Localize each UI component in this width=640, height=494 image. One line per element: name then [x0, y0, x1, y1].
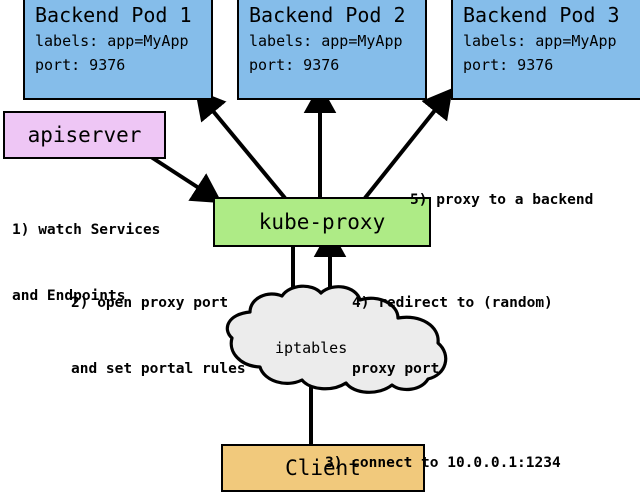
edge-label-step-1: 1) watch Services and Endpoints: [12, 175, 160, 351]
backend-pod-2-box[interactable]: Backend Pod 2 labels: app=MyApp port: 93…: [237, 0, 427, 100]
edge-label-step-2-line-2: and set portal rules: [71, 361, 246, 377]
backend-pod-2-labels: labels: app=MyApp: [249, 32, 403, 50]
backend-pod-2-port: port: 9376: [249, 56, 340, 74]
backend-pod-3-labels: labels: app=MyApp: [463, 32, 617, 50]
edge-label-step-1-line-1: 1) watch Services: [12, 222, 161, 238]
backend-pod-2-title: Backend Pod 2: [249, 3, 406, 27]
client-box[interactable]: Client: [221, 444, 425, 492]
iptables-label: iptables: [275, 339, 348, 357]
backend-pod-3-title: Backend Pod 3: [463, 3, 620, 27]
edge-label-step-4: 4) redirect to (random) proxy port: [352, 248, 553, 424]
edge-label-step-1-line-2: and Endpoints: [12, 288, 126, 304]
edge-label-step-2: 2) open proxy port and set portal rules: [71, 248, 246, 424]
backend-pod-1-title: Backend Pod 1: [35, 3, 192, 27]
edge-label-step-3: 3) connect to 10.0.0.1:1234: [325, 408, 561, 494]
edge-label-step-5: 5) proxy to a backend: [410, 145, 593, 255]
edge-label-step-2-line-1: 2) open proxy port: [71, 295, 229, 311]
edge-label-step-3-line-1: 3) connect to 10.0.0.1:1234: [325, 455, 561, 471]
apiserver-box[interactable]: apiserver: [3, 111, 166, 159]
backend-pod-1-labels: labels: app=MyApp: [35, 32, 189, 50]
edge-label-step-4-line-1: 4) redirect to (random): [352, 295, 553, 311]
backend-pod-3-box[interactable]: Backend Pod 3 labels: app=MyApp port: 93…: [451, 0, 640, 100]
edge-kubeproxy-to-pod1: [194, 89, 287, 200]
backend-pod-3-port: port: 9376: [463, 56, 554, 74]
backend-pod-1-box[interactable]: Backend Pod 1 labels: app=MyApp port: 93…: [23, 0, 213, 100]
edge-label-step-5-line-1: 5) proxy to a backend: [410, 192, 594, 208]
edge-label-step-4-line-2: proxy port: [352, 361, 440, 377]
apiserver-label: apiserver: [27, 123, 142, 147]
client-label: Client: [285, 456, 361, 480]
kube-proxy-label: kube-proxy: [258, 210, 386, 234]
kube-proxy-box[interactable]: kube-proxy: [213, 197, 431, 247]
backend-pod-1-port: port: 9376: [35, 56, 126, 74]
